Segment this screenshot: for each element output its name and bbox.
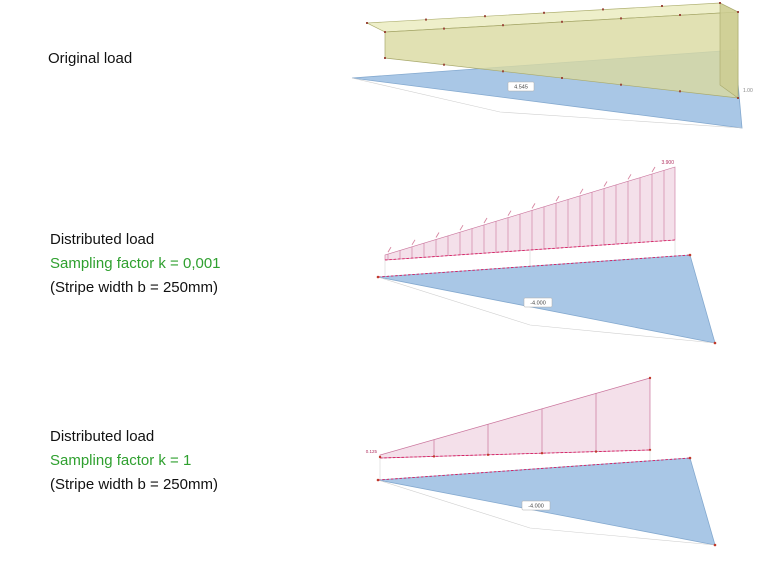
plate-load-edge-k0001 xyxy=(377,254,691,278)
stripes-k0001 xyxy=(387,170,665,260)
stripe-load-wedge-k0001 xyxy=(384,166,676,261)
plate-value-k1: -4.000 xyxy=(528,504,544,510)
diagram-k0001: 3.900 -4.000 xyxy=(376,160,717,345)
plate-value-k0001: -4.000 xyxy=(530,301,546,307)
label-k1-stripe: (Stripe width b = 250mm) xyxy=(50,476,218,493)
load-node-markers-original xyxy=(366,2,739,99)
plate-vertex-dots-k1 xyxy=(376,456,717,547)
value-box-original: 4.545 xyxy=(507,81,535,92)
diagram-original-load: 4.545 1.00 xyxy=(351,2,753,129)
stripe-load-wedge-k1 xyxy=(379,377,651,459)
label-k1-title: Distributed load xyxy=(50,428,155,445)
plate-load-edge-k1 xyxy=(377,457,691,481)
diagram-k1: 0.125 -4.000 xyxy=(366,376,717,547)
stripes-k1 xyxy=(433,393,597,457)
connectors-k1 xyxy=(379,450,651,480)
edge-value-original: 1.00 xyxy=(743,88,753,94)
plate-wire-outline-original xyxy=(351,77,743,129)
label-original-title: Original load xyxy=(48,50,133,67)
plate-wire-outline-k0001 xyxy=(377,276,716,344)
value-box-k1: -4.000 xyxy=(521,500,551,511)
value-box-k0001: -4.000 xyxy=(523,297,553,308)
load-prism-right-face xyxy=(719,2,739,99)
load-prism-original xyxy=(365,2,740,99)
label-block-k1: Distributed load Sampling factor k = 1 (… xyxy=(50,425,218,497)
stripe-node-dots-k1 xyxy=(378,376,652,459)
plate-wire-outline-k1 xyxy=(377,479,716,546)
label-k0001-factor: Sampling factor k = 0,001 xyxy=(50,255,221,272)
label-k1-factor: Sampling factor k = 1 xyxy=(50,452,192,469)
stripe-baseline-k1 xyxy=(379,449,651,459)
start-value-k1: 0.125 xyxy=(366,449,378,454)
plate-value-original: 4.545 xyxy=(514,85,528,91)
label-k0001-title: Distributed load xyxy=(50,231,155,248)
peak-value-k0001: 3.900 xyxy=(661,160,674,166)
label-k0001-stripe: (Stripe width b = 250mm) xyxy=(50,279,218,296)
label-block-k0001: Distributed load Sampling factor k = 0,0… xyxy=(50,228,221,300)
connectors-k0001 xyxy=(384,240,676,277)
stripe-value-ticks-k0001 xyxy=(387,166,656,253)
plate-vertex-dots-k0001 xyxy=(376,253,717,345)
label-block-original: Original load xyxy=(48,47,132,71)
stripe-baseline-k0001 xyxy=(384,239,676,261)
